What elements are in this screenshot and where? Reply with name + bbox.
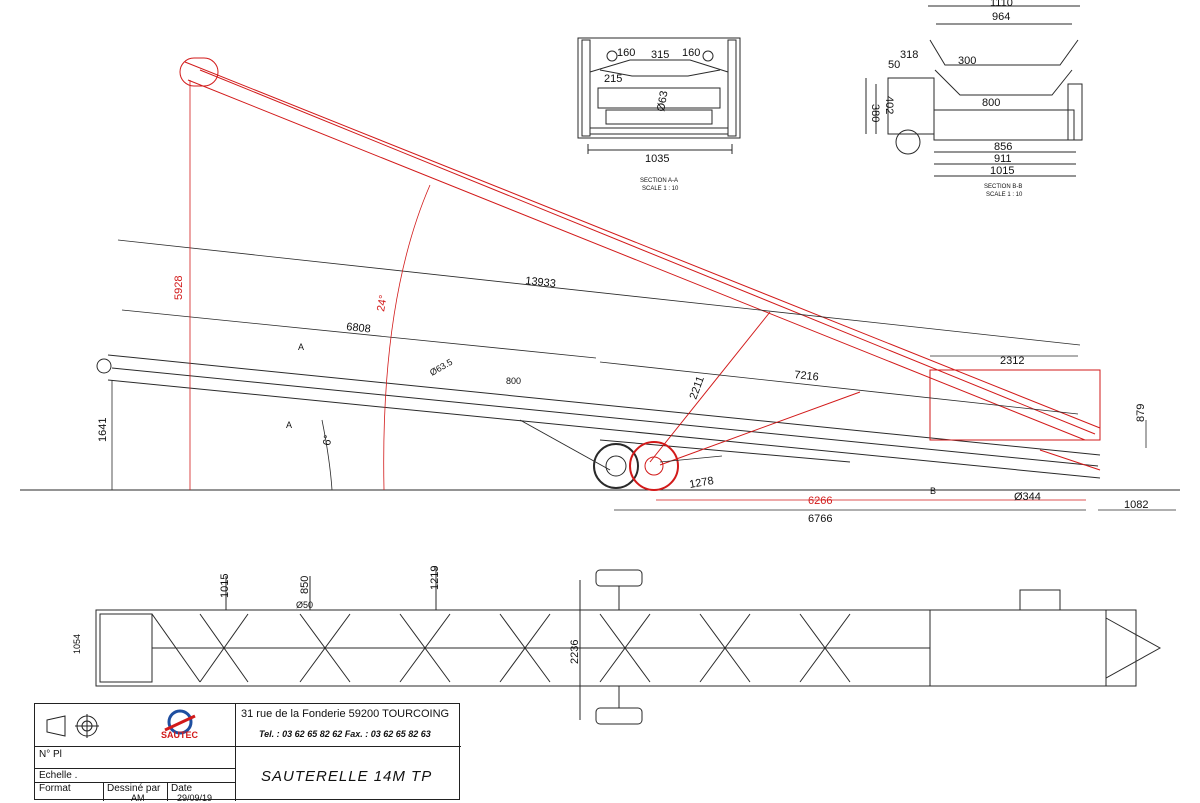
dim-b-800: 800 <box>982 97 1000 109</box>
date-label: Date <box>171 783 193 794</box>
dim-side-13933: 13933 <box>525 275 557 290</box>
drawn-by-label: Dessiné par <box>107 783 161 794</box>
dim-b-1015: 1015 <box>990 165 1014 177</box>
dim-side-1278: 1278 <box>688 475 714 491</box>
dim-b-318: 318 <box>900 49 918 61</box>
dim-a-315: 315 <box>651 49 669 61</box>
dim-b-50: 50 <box>888 59 900 71</box>
dim-b-964: 964 <box>992 11 1010 23</box>
dim-side-6deg: 6° <box>321 434 335 446</box>
section-b-caption: SECTION B-B <box>984 184 1022 190</box>
dim-side-2211: 2211 <box>688 375 707 401</box>
company-address: 31 rue de la Fonderie 59200 TOURCOING <box>241 708 450 720</box>
dim-side-5928: 5928 <box>173 276 185 300</box>
format-label: Format <box>39 783 71 794</box>
section-b-view <box>865 5 1083 177</box>
drawing-title: SAUTERELLE 14M TP <box>261 768 433 785</box>
projection-icon <box>46 714 99 738</box>
dim-b-911: 911 <box>994 153 1012 165</box>
dim-side-1641: 1641 <box>97 418 109 442</box>
dim-b-300: 300 <box>958 55 976 67</box>
dim-plan-1015: 1015 <box>219 574 231 598</box>
conveyor-lowered <box>96 354 1101 489</box>
dim-plan-1054: 1054 <box>72 634 82 654</box>
section-b-scale: SCALE 1 : 10 <box>986 192 1023 198</box>
dim-a-d63: Ø63 <box>655 90 670 113</box>
plan-view <box>95 566 1162 725</box>
dim-side-6808: 6808 <box>346 321 372 335</box>
dim-a-160a: 160 <box>617 47 635 59</box>
dim-plan-1219: 1219 <box>429 566 441 590</box>
dim-a-215: 215 <box>604 73 622 85</box>
side-view <box>20 57 1180 511</box>
dim-side-d344: Ø344 <box>1014 491 1041 503</box>
section-a-marker-top: A <box>298 342 304 352</box>
dim-b-856: 856 <box>994 141 1012 153</box>
title-block: SAUTEC 31 rue de la Fonderie 59200 TOURC… <box>34 703 461 803</box>
dim-side-2312: 2312 <box>1000 355 1024 367</box>
drawn-by-value: AM <box>131 793 145 803</box>
dim-plan-d50: Ø50 <box>296 600 313 610</box>
dim-side-d63: Ø63.5 <box>428 357 454 378</box>
dim-side-800: 800 <box>506 376 521 386</box>
sautec-logo-icon <box>164 709 196 735</box>
company-logo: SAUTEC <box>135 708 225 744</box>
company-phone: Tel. : 03 62 65 82 62 Fax. : 03 62 65 82… <box>259 729 431 739</box>
dim-a-1035: 1035 <box>645 153 669 165</box>
dim-side-1082: 1082 <box>1124 499 1148 511</box>
dim-plan-850: 850 <box>299 576 311 594</box>
conveyor-raised <box>179 57 1101 491</box>
section-a-view <box>577 37 741 154</box>
dim-b-1110: 1110 <box>990 0 1013 9</box>
dim-plan-2236: 2236 <box>569 640 581 664</box>
dim-side-7216: 7216 <box>794 369 820 383</box>
section-b-marker: B <box>930 486 936 496</box>
echelle-label: Echelle . <box>39 770 78 781</box>
section-a-marker-bottom: A <box>286 420 292 430</box>
logo-text: SAUTEC <box>161 730 199 740</box>
dim-side-6766: 6766 <box>808 513 832 525</box>
side-dimension-lines <box>111 239 1176 511</box>
dim-side-6266: 6266 <box>808 495 832 507</box>
dim-side-879: 879 <box>1135 404 1147 422</box>
projection-symbol <box>43 712 101 740</box>
dim-b-402: 402 <box>883 96 895 114</box>
dim-side-24deg: 24° <box>375 294 390 312</box>
section-a-caption: SECTION A-A <box>640 178 678 184</box>
section-a-scale: SCALE 1 : 10 <box>642 186 679 192</box>
dim-a-160b: 160 <box>682 47 700 59</box>
dim-b-380: 380 <box>869 104 881 122</box>
no-pl-label: N° Pl <box>39 749 62 760</box>
date-value: 29/09/19 <box>177 793 213 803</box>
